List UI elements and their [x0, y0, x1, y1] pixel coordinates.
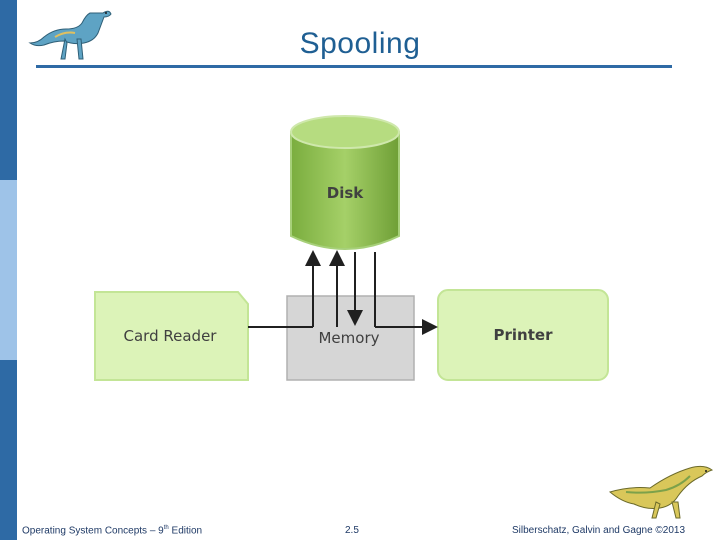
printer-label: Printer [494, 326, 554, 344]
disk-label: Disk [327, 184, 365, 202]
footer-course-title-superscript: th [163, 525, 169, 531]
dinosaur-footer-icon [608, 465, 714, 519]
footer-copyright: Silberschatz, Galvin and Gagne ©2013 [512, 525, 686, 536]
dinosaur-logo-icon [28, 10, 112, 60]
footer-course-title-suffix: Edition [168, 525, 203, 537]
disk-cylinder: Disk [290, 115, 400, 250]
page-number: 2.5 [345, 525, 359, 536]
left-accent-bar [0, 0, 17, 540]
memory-box: Memory [286, 295, 415, 381]
slide-title: Spooling [299, 27, 421, 60]
left-accent-bar-light-segment [0, 180, 17, 360]
card-reader-label: Card Reader [124, 327, 218, 345]
printer-box: Printer [437, 289, 609, 381]
card-reader-box: Card Reader [94, 291, 249, 381]
title-underline [36, 65, 672, 68]
memory-label: Memory [318, 329, 379, 347]
footer-course-title-prefix: Operating System Concepts – 9 [22, 525, 164, 537]
footer-course-title: Operating System Concepts – 9th Edition [22, 525, 202, 536]
